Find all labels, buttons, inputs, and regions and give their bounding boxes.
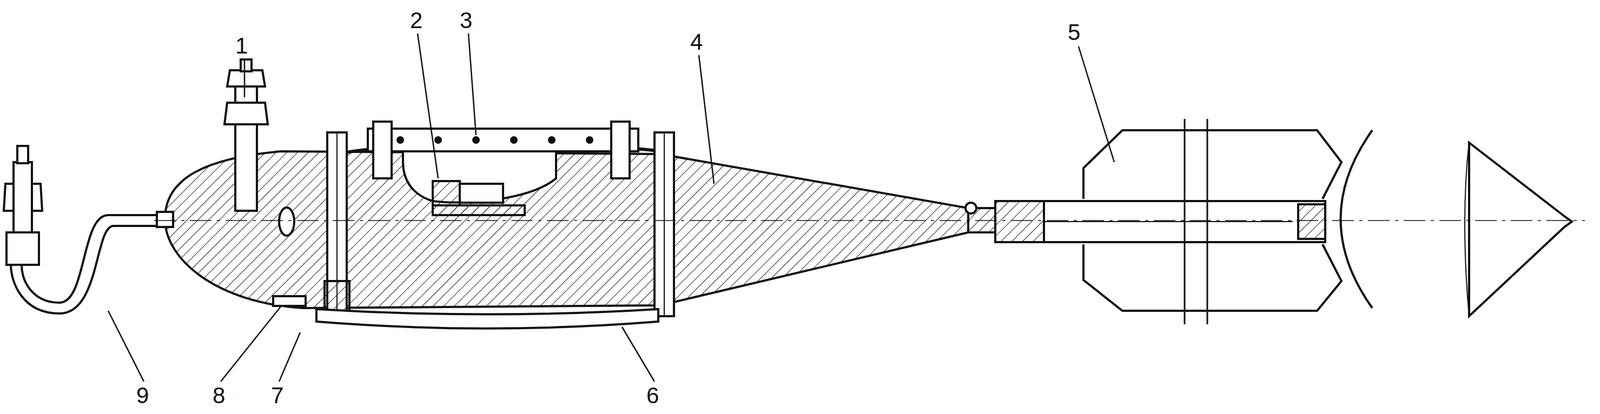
body-group xyxy=(3,59,1585,329)
nut xyxy=(6,232,39,266)
pin xyxy=(279,207,295,236)
bolt xyxy=(654,132,674,317)
body-section xyxy=(164,151,969,309)
fin xyxy=(1083,130,1342,200)
bar xyxy=(367,128,639,152)
callout-number: 4 xyxy=(690,30,703,54)
tail-shaft xyxy=(995,201,1326,243)
piston xyxy=(432,181,460,206)
callout-number: 3 xyxy=(459,9,473,32)
callout-number: 7 xyxy=(270,384,284,408)
post xyxy=(373,121,392,179)
piston-rod xyxy=(459,183,504,203)
fitting xyxy=(235,81,257,211)
callout-number: 2 xyxy=(410,9,423,32)
leader-lines xyxy=(108,33,1115,382)
callout-number: 1 xyxy=(235,34,248,58)
seat xyxy=(432,205,525,216)
cavity xyxy=(402,144,557,203)
bottom-plate xyxy=(316,309,659,329)
nut xyxy=(324,281,350,314)
centerline xyxy=(154,220,1585,222)
callout-number: 8 xyxy=(212,384,226,408)
fin xyxy=(1083,244,1342,312)
callout-number: 5 xyxy=(1067,21,1081,44)
post xyxy=(611,121,630,179)
callout-number: 6 xyxy=(646,384,659,408)
cone xyxy=(1469,142,1572,317)
fin-arc xyxy=(1340,130,1373,309)
callout-number: 9 xyxy=(136,384,149,408)
lug xyxy=(273,296,306,307)
